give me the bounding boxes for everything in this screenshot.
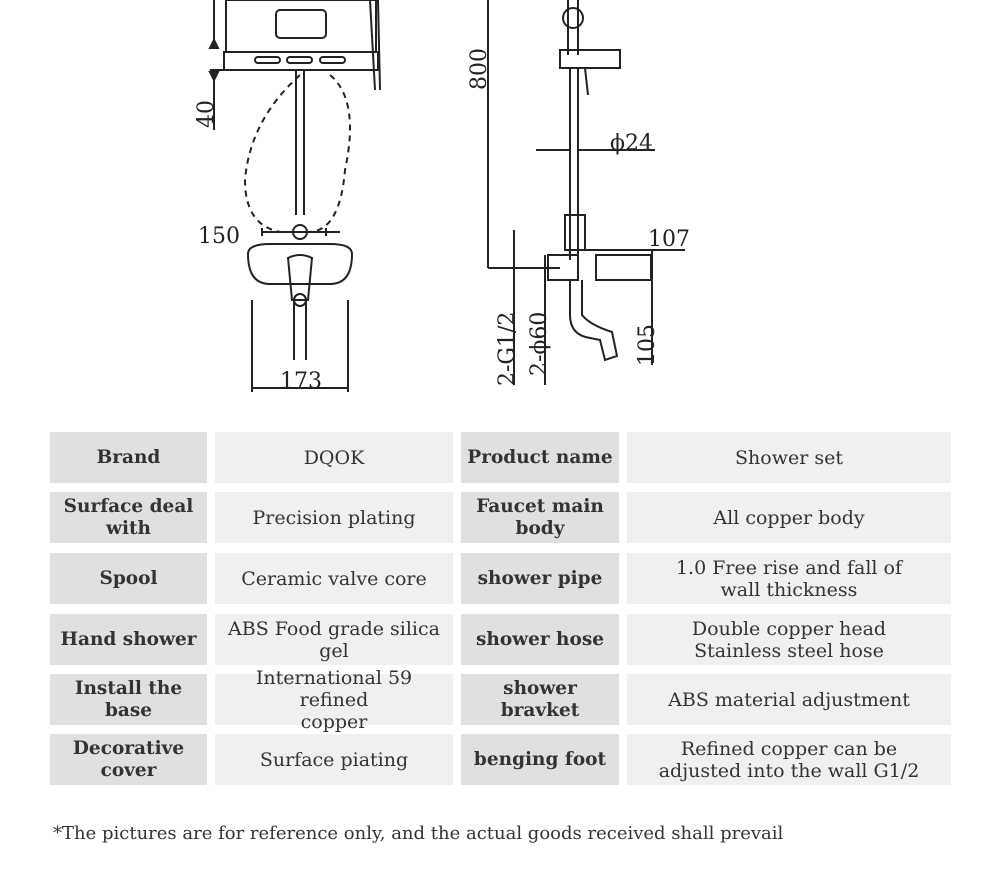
dim-40: 40 (194, 100, 219, 128)
spec-value: ABS material adjustment (627, 674, 951, 725)
spec-row: Install the base International 59 refine… (50, 667, 951, 733)
spec-row: Spool Ceramic valve core shower pipe 1.0… (50, 553, 951, 604)
dim-173: 173 (280, 369, 322, 394)
spec-value: Refined copper can be adjusted into the … (627, 734, 951, 785)
spec-value: All copper body (627, 492, 951, 543)
spec-label: Decorative cover (50, 734, 207, 785)
technical-drawing: 40 150 173 800 ϕ24 107 105 2-G1/2 2-ϕ60 (194, 0, 690, 394)
spec-label: shower hose (461, 614, 619, 665)
spec-row: Hand shower ABS Food grade silica gel sh… (50, 614, 951, 665)
dim-105: 105 (635, 324, 660, 366)
spec-label: Brand (50, 432, 207, 483)
footnote: *The pictures are for reference only, an… (53, 823, 784, 844)
spec-value: 1.0 Free rise and fall of wall thickness (627, 553, 951, 604)
spec-label: Hand shower (50, 614, 207, 665)
spec-label: Faucet main body (461, 492, 619, 543)
spec-row: Brand DQOK Product name Shower set (50, 432, 951, 483)
spec-value: DQOK (215, 432, 453, 483)
dim-107: 107 (648, 227, 690, 252)
spec-value: Shower set (627, 432, 951, 483)
dim-2-g1-2: 2-G1/2 (495, 312, 520, 386)
spec-label: shower bravket (461, 674, 619, 725)
spec-value: Double copper head Stainless steel hose (627, 614, 951, 665)
spec-value: International 59 refined copper (215, 667, 453, 733)
spec-label: benging foot (461, 734, 619, 785)
spec-row: Decorative cover Surface piating benging… (50, 734, 951, 785)
spec-value: ABS Food grade silica gel (215, 614, 453, 665)
spec-label: Surface deal with (50, 492, 207, 543)
spec-label: shower pipe (461, 553, 619, 604)
dim-diameter-24: ϕ24 (610, 131, 653, 156)
spec-value: Surface piating (215, 734, 453, 785)
dim-800: 800 (467, 48, 492, 90)
spec-label: Spool (50, 553, 207, 604)
spec-row: Surface deal with Precision plating Fauc… (50, 492, 951, 543)
dim-2-diameter-60: 2-ϕ60 (527, 312, 552, 376)
spec-label: Install the base (50, 674, 207, 725)
spec-value: Precision plating (215, 492, 453, 543)
dim-150: 150 (198, 224, 240, 249)
spec-value: Ceramic valve core (215, 553, 453, 604)
spec-label: Product name (461, 432, 619, 483)
